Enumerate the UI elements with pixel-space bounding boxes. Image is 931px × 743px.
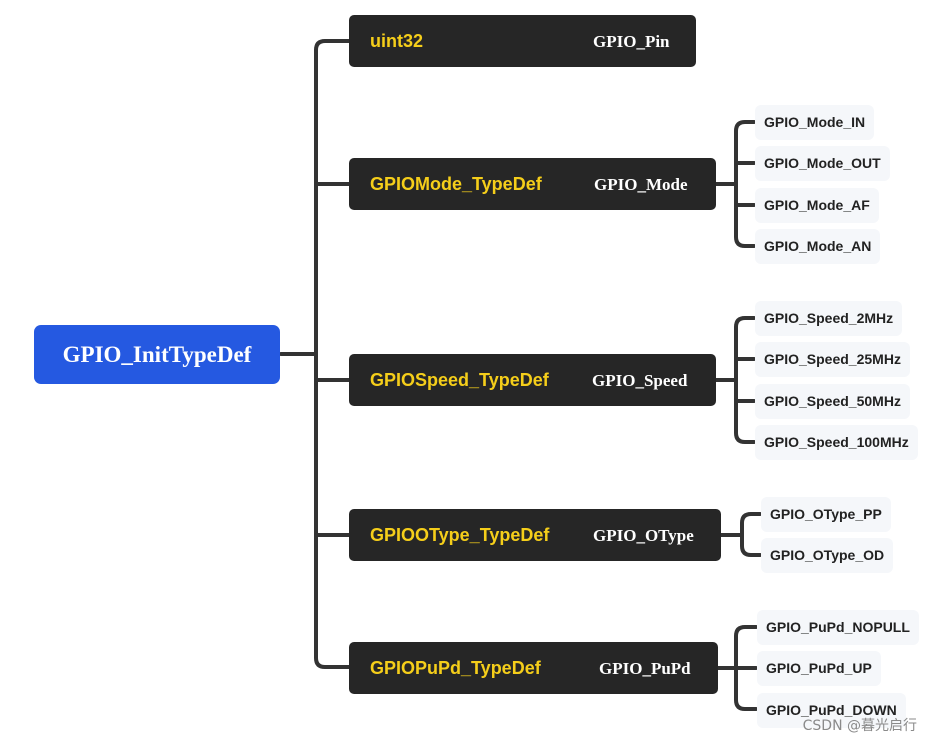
otype-values-connector	[719, 512, 762, 557]
value-node-pupd-up: GPIO_PuPd_UP	[757, 651, 881, 686]
member-type-label: GPIOSpeed_TypeDef	[370, 370, 549, 390]
value-node-mode-af: GPIO_Mode_AF	[755, 188, 879, 223]
root-node: GPIO_InitTypeDef	[34, 325, 280, 384]
member-node-otype: GPIOOType_TypeDef GPIO_OType	[349, 509, 721, 561]
value-node-speed-100mhz: GPIO_Speed_100MHz	[755, 425, 918, 460]
value-node-mode-out: GPIO_Mode_OUT	[755, 146, 890, 181]
value-node-speed-2mhz: GPIO_Speed_2MHz	[755, 301, 903, 336]
member-field-label: GPIO_Pin	[593, 32, 670, 51]
member-field-label: GPIO_PuPd	[599, 659, 691, 678]
member-node-pin: uint32 GPIO_Pin	[349, 15, 696, 67]
mode-values-connector	[714, 120, 756, 248]
member-field-label: GPIO_Mode	[594, 175, 688, 194]
watermark: CSDN @暮光启行	[802, 718, 917, 734]
value-node-pupd-down: GPIO_PuPd_DOWN	[757, 693, 906, 728]
value-node-otype-od: GPIO_OType_OD	[761, 538, 894, 573]
value-node-speed-25mhz: GPIO_Speed_25MHz	[755, 342, 910, 377]
member-field-label: GPIO_OType	[593, 526, 694, 545]
pupd-values-connector	[716, 625, 758, 711]
member-type-label: GPIOPuPd_TypeDef	[370, 658, 541, 678]
value-node-mode-in: GPIO_Mode_IN	[755, 105, 875, 140]
value-node-mode-an: GPIO_Mode_AN	[755, 229, 881, 264]
value-node-otype-pp: GPIO_OType_PP	[761, 497, 891, 532]
root-to-members-connectors	[279, 39, 351, 669]
member-to-values-connectors	[714, 120, 762, 711]
trunk-connector	[314, 39, 351, 669]
member-node-mode: GPIOMode_TypeDef GPIO_Mode	[349, 158, 716, 210]
value-node-pupd-nopull: GPIO_PuPd_NOPULL	[757, 610, 919, 645]
member-node-pupd: GPIOPuPd_TypeDef GPIO_PuPd	[349, 642, 718, 694]
member-type-label: uint32	[370, 31, 424, 51]
speed-values-connector	[714, 316, 756, 444]
member-type-label: GPIOMode_TypeDef	[370, 174, 542, 194]
member-type-label: GPIOOType_TypeDef	[370, 525, 550, 545]
member-node-speed: GPIOSpeed_TypeDef GPIO_Speed	[349, 354, 716, 406]
value-node-speed-50mhz: GPIO_Speed_50MHz	[755, 384, 910, 419]
root-label: GPIO_InitTypeDef	[62, 341, 252, 367]
member-field-label: GPIO_Speed	[592, 371, 688, 390]
